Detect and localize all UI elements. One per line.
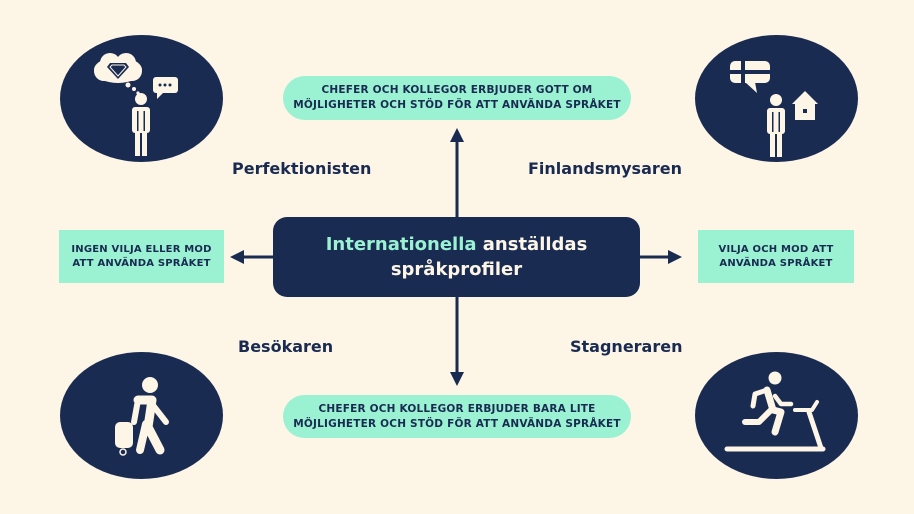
quadrant-label-top-left: Perfektionisten	[232, 159, 372, 178]
quadrant-label-top-right: Finlandsmysaren	[528, 159, 683, 178]
center-title-box: Internationella anställdas språkprofiler	[273, 217, 640, 297]
perfectionist-circle	[60, 35, 223, 162]
arrow-up-icon	[450, 128, 464, 142]
treadmill-runner-icon	[724, 371, 826, 452]
quadrant-label-bottom-right: Stagneraren	[570, 337, 683, 356]
arrow-left-icon	[230, 250, 244, 264]
center-title-line2: språkprofiler	[390, 259, 523, 280]
finlandsmysaren-circle	[695, 35, 858, 162]
person-finnish-flag-home-icon	[730, 61, 818, 157]
traveler-suitcase-icon	[115, 377, 169, 456]
stagneraren-circle	[695, 352, 858, 479]
besokaren-circle	[60, 352, 223, 479]
quadrant-label-bottom-left: Besökaren	[238, 337, 334, 356]
center-title-line1: Internationella anställdas	[325, 234, 588, 255]
arrow-down-icon	[450, 372, 464, 386]
person-thinking-diamond-icon	[94, 53, 178, 156]
arrow-right-icon	[668, 250, 682, 264]
